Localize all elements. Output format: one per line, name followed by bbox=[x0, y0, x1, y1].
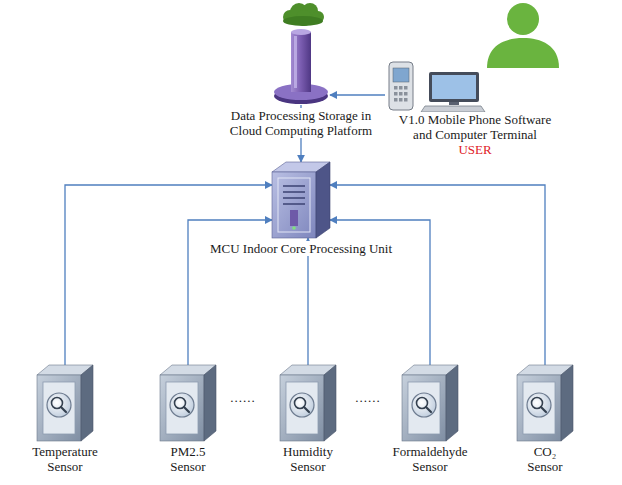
magnifier-handle bbox=[426, 407, 431, 412]
monitor-stand bbox=[449, 102, 459, 105]
node-caption: MCU Indoor Core Processing Unit bbox=[208, 241, 394, 256]
node-label: V1.0 Mobile Phone Software and Computer … bbox=[393, 112, 558, 142]
node-label: Formaldehyde Sensor bbox=[390, 444, 469, 474]
node-caption: CO₂ Sensor bbox=[525, 444, 564, 474]
connector-arrow bbox=[65, 185, 272, 365]
drive-slot bbox=[283, 191, 305, 193]
sensor-lens bbox=[47, 393, 71, 417]
drive-slot bbox=[283, 203, 305, 205]
phone-key bbox=[399, 98, 403, 102]
tower-top bbox=[291, 29, 311, 35]
sensor-side bbox=[204, 365, 216, 441]
ellipsis-mark: ...... bbox=[355, 390, 381, 406]
node-label: Data Processing Storage in Cloud Computi… bbox=[217, 108, 385, 138]
phone-screen bbox=[393, 68, 409, 82]
phone-key bbox=[394, 86, 398, 90]
sensor-side bbox=[561, 365, 573, 441]
power-light bbox=[292, 226, 296, 230]
sensor-front bbox=[160, 375, 204, 441]
connector-arrow bbox=[330, 185, 545, 365]
cloud-base bbox=[283, 16, 323, 26]
sensor-side bbox=[81, 365, 93, 441]
sensor-node: Humidity Sensor bbox=[280, 365, 336, 441]
sensor-lens bbox=[527, 393, 551, 417]
sensor-icon bbox=[37, 365, 93, 441]
connector-arrow bbox=[307, 238, 308, 365]
sensor-panel bbox=[408, 382, 440, 434]
phone-key bbox=[394, 92, 398, 96]
person-head bbox=[507, 3, 539, 35]
cabinet-side bbox=[316, 162, 330, 238]
phone-key bbox=[394, 98, 398, 102]
person-body bbox=[487, 38, 559, 68]
sensor-panel bbox=[523, 382, 555, 434]
mcu-icon bbox=[272, 162, 330, 238]
sensor-lens bbox=[290, 393, 314, 417]
cloud-platform-node: Data Processing Storage in Cloud Computi… bbox=[272, 0, 330, 105]
sensor-icon bbox=[160, 365, 216, 441]
sensor-node: PM2.5 Sensor bbox=[160, 365, 216, 441]
sensor-panel bbox=[286, 382, 318, 434]
drive-slot bbox=[283, 197, 305, 199]
node-label: MCU Indoor Core Processing Unit bbox=[208, 241, 394, 256]
sensor-node: CO₂ Sensor bbox=[517, 365, 573, 441]
sensor-front bbox=[280, 375, 324, 441]
sensor-front bbox=[517, 375, 561, 441]
monitor-screen bbox=[432, 75, 476, 99]
platform-icon bbox=[272, 0, 330, 105]
node-label: PM2.5 Sensor bbox=[168, 444, 207, 474]
sensor-node: Temperature Sensor bbox=[37, 365, 93, 441]
tower-body bbox=[291, 32, 311, 92]
sensor-side bbox=[446, 365, 458, 441]
node-caption: Temperature Sensor bbox=[30, 444, 100, 474]
sensor-panel bbox=[43, 382, 75, 434]
sensor-lens bbox=[170, 393, 194, 417]
magnifier-handle bbox=[304, 407, 309, 412]
sensor-icon bbox=[517, 365, 573, 441]
mcu-unit-node: MCU Indoor Core Processing Unit bbox=[272, 162, 330, 238]
phone-key bbox=[399, 86, 403, 90]
magnifier-handle bbox=[61, 407, 66, 412]
sensor-lens bbox=[412, 393, 436, 417]
sensor-side bbox=[324, 365, 336, 441]
cabinet-front bbox=[272, 172, 316, 238]
sensor-front bbox=[402, 375, 446, 441]
node-label: Temperature Sensor bbox=[30, 444, 100, 474]
node-label: CO₂ Sensor bbox=[525, 444, 564, 474]
sensor-icon bbox=[280, 365, 336, 441]
node-caption: Formaldehyde Sensor bbox=[390, 444, 469, 474]
cloud-icon bbox=[283, 3, 324, 26]
magnifier-handle bbox=[541, 407, 546, 412]
connector-arrow bbox=[330, 94, 385, 95]
sensor-node: Formaldehyde Sensor bbox=[402, 365, 458, 441]
cabinet-bezel bbox=[278, 178, 310, 232]
user-terminal-node: V1.0 Mobile Phone Software and Computer … bbox=[385, 0, 565, 112]
node-caption: Humidity Sensor bbox=[281, 444, 335, 474]
sensor-front bbox=[37, 375, 81, 441]
cabinet-panel bbox=[290, 210, 298, 226]
phone-body bbox=[389, 62, 413, 110]
node-caption: Data Processing Storage in Cloud Computi… bbox=[217, 108, 385, 138]
node-sublabel: USER bbox=[393, 142, 558, 157]
node-label: Humidity Sensor bbox=[281, 444, 335, 474]
node-caption: PM2.5 Sensor bbox=[168, 444, 207, 474]
node-caption: V1.0 Mobile Phone Software and Computer … bbox=[393, 112, 558, 157]
user-icon bbox=[385, 0, 565, 112]
phone-key bbox=[399, 92, 403, 96]
sensor-icon bbox=[402, 365, 458, 441]
magnifier-handle bbox=[184, 407, 189, 412]
tower-highlight bbox=[294, 36, 297, 88]
ellipsis-mark: ...... bbox=[230, 390, 256, 406]
drive-slot bbox=[283, 185, 305, 187]
phone-key bbox=[404, 98, 408, 102]
sensor-panel bbox=[166, 382, 198, 434]
monitor-frame bbox=[429, 72, 479, 102]
phone-key bbox=[404, 92, 408, 96]
phone-key bbox=[404, 86, 408, 90]
